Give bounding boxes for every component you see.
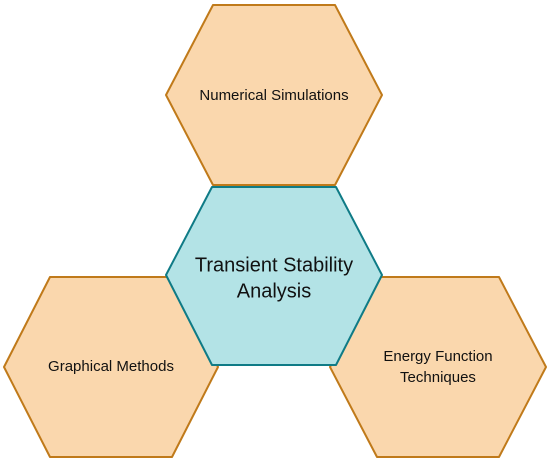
hex-node-top: Numerical Simulations <box>165 4 383 186</box>
hex-shape-left <box>3 276 219 458</box>
hex-label-top-line-1: Numerical Simulations <box>199 87 348 104</box>
hex-label-center-line-1: Transient Stability <box>195 254 353 276</box>
hex-node-right: Energy Function Techniques <box>329 276 547 458</box>
hex-label-center-line-2: Analysis <box>237 280 311 302</box>
hex-label-right-line-1: Energy Function <box>383 348 492 365</box>
hex-shape-top <box>165 4 383 186</box>
hex-label-right-line-2: Techniques <box>400 369 476 386</box>
hex-node-center: Transient Stability Analysis <box>165 186 383 366</box>
hex-label-left-line-1: Graphical Methods <box>48 358 174 375</box>
hex-shape-center <box>165 186 383 366</box>
hex-node-left: Graphical Methods <box>3 276 219 458</box>
